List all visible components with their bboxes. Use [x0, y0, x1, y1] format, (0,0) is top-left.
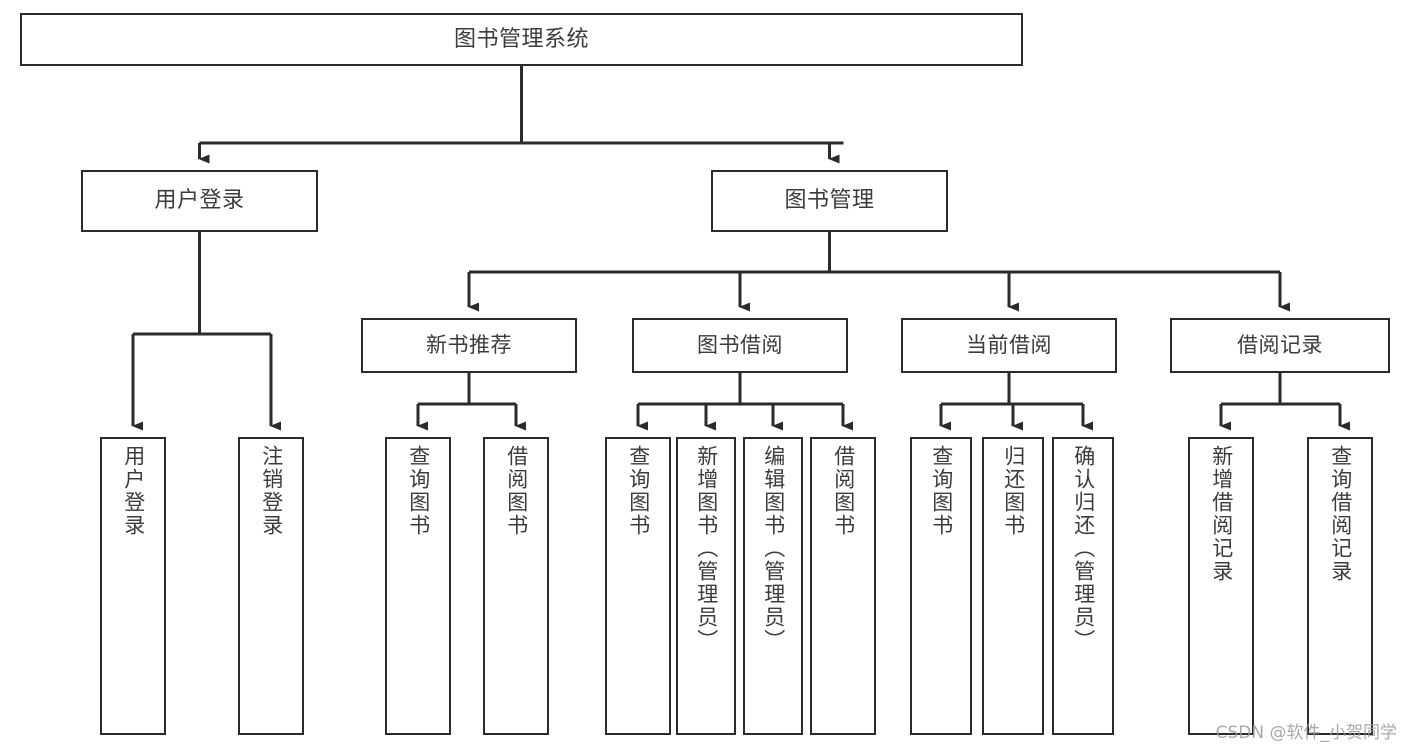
node-leaf-borrow-book-2[interactable]: 借阅图书 — [810, 437, 876, 735]
node-current-borrow[interactable]: 当前借阅 — [901, 318, 1117, 373]
node-leaf-query-book-3[interactable]: 查询图书 — [910, 437, 972, 735]
node-current-borrow-label: 当前借阅 — [966, 333, 1052, 358]
node-leaf-user-login-label: 用户登录 — [121, 445, 146, 537]
node-leaf-return-book[interactable]: 归还图书 — [982, 437, 1044, 735]
node-leaf-query-borrow-record[interactable]: 查询借阅记录 — [1307, 437, 1373, 735]
node-book-manage-label: 图书管理 — [784, 188, 875, 214]
node-leaf-add-book-admin[interactable]: 新增图书（管理员） — [676, 437, 736, 735]
node-leaf-add-book-admin-label: 新增图书（管理员） — [694, 445, 719, 652]
node-leaf-confirm-return-admin[interactable]: 确认归还（管理员） — [1052, 437, 1114, 735]
node-leaf-edit-book-admin[interactable]: 编辑图书（管理员） — [743, 437, 803, 735]
node-root[interactable]: 图书管理系统 — [20, 13, 1023, 66]
node-leaf-query-borrow-record-label: 查询借阅记录 — [1328, 445, 1353, 583]
node-leaf-logout-login-label: 注销登录 — [259, 445, 284, 537]
node-leaf-edit-book-admin-label: 编辑图书（管理员） — [761, 445, 786, 652]
node-leaf-query-book-3-label: 查询图书 — [929, 445, 954, 537]
node-leaf-add-borrow-record[interactable]: 新增借阅记录 — [1188, 437, 1254, 735]
csdn-watermark: CSDN @软件_小贺同学 — [1215, 723, 1397, 743]
node-book-borrow-label: 图书借阅 — [697, 333, 783, 358]
node-leaf-logout-login[interactable]: 注销登录 — [238, 437, 304, 735]
node-user-login-label: 用户登录 — [154, 188, 245, 214]
node-new-book-recommend-label: 新书推荐 — [426, 333, 512, 358]
node-leaf-query-book-1[interactable]: 查询图书 — [385, 437, 451, 735]
node-leaf-return-book-label: 归还图书 — [1001, 445, 1026, 537]
node-leaf-add-borrow-record-label: 新增借阅记录 — [1209, 445, 1234, 583]
node-leaf-user-login[interactable]: 用户登录 — [100, 437, 166, 735]
node-borrow-record-label: 借阅记录 — [1237, 333, 1323, 358]
node-leaf-borrow-book-1[interactable]: 借阅图书 — [483, 437, 549, 735]
node-leaf-borrow-book-1-label: 借阅图书 — [504, 445, 529, 537]
node-user-login[interactable]: 用户登录 — [81, 170, 318, 232]
node-leaf-borrow-book-2-label: 借阅图书 — [831, 445, 856, 537]
node-leaf-query-book-2-label: 查询图书 — [626, 445, 651, 537]
node-leaf-confirm-return-admin-label: 确认归还（管理员） — [1071, 445, 1096, 652]
node-root-label: 图书管理系统 — [453, 26, 589, 52]
node-book-borrow[interactable]: 图书借阅 — [632, 318, 848, 373]
node-borrow-record[interactable]: 借阅记录 — [1170, 318, 1390, 373]
node-leaf-query-book-1-label: 查询图书 — [406, 445, 431, 537]
node-new-book-recommend[interactable]: 新书推荐 — [361, 318, 577, 373]
node-leaf-query-book-2[interactable]: 查询图书 — [605, 437, 671, 735]
node-book-manage[interactable]: 图书管理 — [711, 170, 948, 232]
